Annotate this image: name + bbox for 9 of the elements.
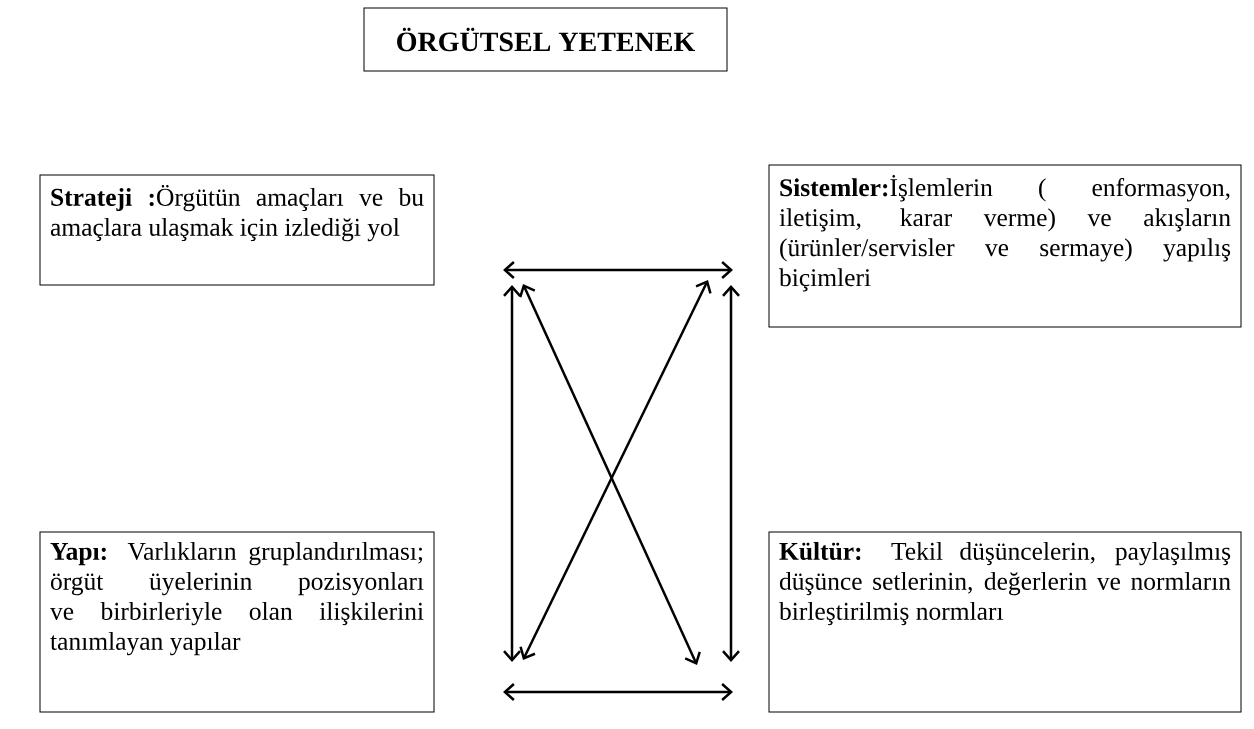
- arrow: [503, 683, 733, 701]
- text-box: Strateji :Örgütün amaçları ve bu amaçlara ulaşmak için izlediği yol: [39, 174, 435, 286]
- text-box: Sistemler:İşlemlerin ( enformasyon, iletişim, karar verme) ve akışların (ürünler/servisler ve sermaye) yapılış biçimleri: [768, 164, 1242, 328]
- title-box: ÖRGÜTSEL YETENEK: [363, 7, 728, 72]
- text-box: Kültür: Tekil düşüncelerin, paylaşılmış düşünce setlerinin, değerlerin ve normların birleştirilmiş normları: [768, 531, 1242, 713]
- arrow: [503, 285, 521, 662]
- text-box: Yapı: Varlıkların gruplandırılması; örgüt üyelerinin pozisyonları ve birbirleriyle olan ilişkilerini tanımlayan yapılar: [39, 531, 435, 713]
- arrow: [503, 261, 733, 279]
- arrow: [722, 285, 740, 662]
